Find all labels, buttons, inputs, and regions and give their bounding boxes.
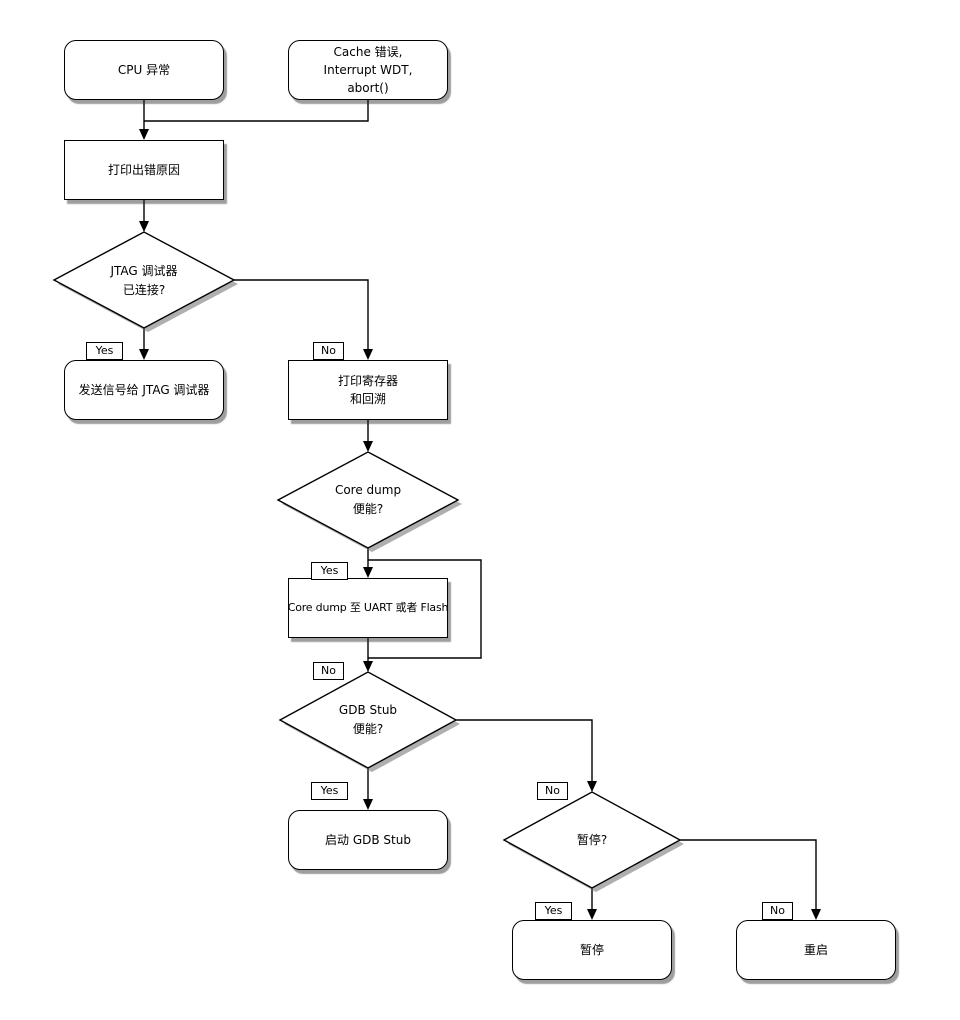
arrow-into-print-reason bbox=[139, 129, 149, 140]
node-print-reason: 打印出错原因 bbox=[64, 140, 224, 200]
edge-label-gdb-yes: Yes bbox=[311, 782, 348, 800]
arrow-into-reboot bbox=[811, 909, 821, 920]
edge-label-gdb-yes-text: Yes bbox=[320, 784, 339, 797]
halt-decision-shape bbox=[502, 791, 682, 889]
node-send-signal-jtag: 发送信号给 JTAG 调试器 bbox=[64, 360, 224, 420]
node-reboot: 重启 bbox=[736, 920, 896, 980]
edge-coredump-no-bypass bbox=[368, 559, 482, 659]
edge-label-jtag-yes-text: Yes bbox=[95, 344, 114, 357]
edge-jtag-no bbox=[234, 279, 369, 351]
edge-gdb-no bbox=[456, 719, 593, 783]
edge-cache-merge bbox=[144, 100, 369, 122]
node-send-signal-jtag-label: 发送信号给 JTAG 调试器 bbox=[78, 383, 210, 397]
edge-label-halt-no: No bbox=[762, 902, 793, 920]
node-cache-error: Cache 错误, Interrupt WDT, abort() bbox=[288, 40, 448, 100]
diamonds bbox=[52, 231, 682, 889]
node-start-gdb-stub: 启动 GDB Stub bbox=[288, 810, 448, 870]
edges bbox=[143, 100, 817, 911]
gdb-decision-shape bbox=[278, 671, 458, 769]
edge-label-jtag-no-text: No bbox=[321, 344, 336, 357]
arrow-into-halt bbox=[587, 909, 597, 920]
edge-label-jtag-yes: Yes bbox=[86, 342, 123, 360]
arrow-into-jtag-decision bbox=[139, 221, 149, 232]
node-cache-error-line3: abort() bbox=[347, 81, 389, 95]
edge-label-coredump-yes: Yes bbox=[311, 562, 348, 580]
edge-label-gdb-no: No bbox=[537, 782, 568, 800]
edge-label-halt-no-text: No bbox=[770, 904, 785, 917]
arrow-into-halt-decision bbox=[587, 781, 597, 792]
coredump-decision-shape bbox=[276, 451, 460, 549]
node-print-reason-label: 打印出错原因 bbox=[107, 163, 180, 177]
node-halt: 暂停 bbox=[512, 920, 672, 980]
edge-label-halt-yes: Yes bbox=[535, 902, 572, 920]
node-halt-label: 暂停 bbox=[579, 943, 604, 957]
arrow-into-gdb-decision bbox=[363, 661, 373, 672]
edge-label-coredump-yes-text: Yes bbox=[320, 564, 339, 577]
arrow-into-print-registers bbox=[363, 349, 373, 360]
arrow-into-start-gdb bbox=[363, 799, 373, 810]
arrow-into-coredump-decision bbox=[363, 441, 373, 452]
edge-label-coredump-no-text: No bbox=[321, 664, 336, 677]
node-print-registers-line2: 和回溯 bbox=[349, 392, 386, 406]
edge-label-coredump-no: No bbox=[313, 662, 344, 680]
node-print-registers: 打印寄存器 和回溯 bbox=[288, 360, 448, 420]
jtag-decision-shape bbox=[52, 231, 236, 329]
arrowheads bbox=[139, 129, 821, 920]
arrow-into-send-signal bbox=[139, 349, 149, 360]
edge-label-halt-yes-text: Yes bbox=[544, 904, 563, 917]
edge-label-jtag-no: No bbox=[313, 342, 344, 360]
node-cache-error-line2: Interrupt WDT, bbox=[323, 63, 413, 77]
node-cache-error-line1: Cache 错误, bbox=[333, 45, 403, 59]
edge-label-gdb-no-text: No bbox=[545, 784, 560, 797]
edge-halt-no bbox=[680, 839, 817, 911]
node-core-dump-dest-label: Core dump 至 UART 或者 Flash bbox=[287, 601, 449, 614]
node-core-dump-dest: Core dump 至 UART 或者 Flash bbox=[288, 578, 448, 638]
node-cpu-exception-label: CPU 异常 bbox=[117, 63, 171, 77]
node-print-registers-line1: 打印寄存器 bbox=[337, 374, 398, 388]
node-cpu-exception: CPU 异常 bbox=[64, 40, 224, 100]
node-start-gdb-stub-label: 启动 GDB Stub bbox=[325, 833, 411, 847]
arrow-into-coredump-dest bbox=[363, 567, 373, 578]
node-reboot-label: 重启 bbox=[803, 943, 828, 957]
